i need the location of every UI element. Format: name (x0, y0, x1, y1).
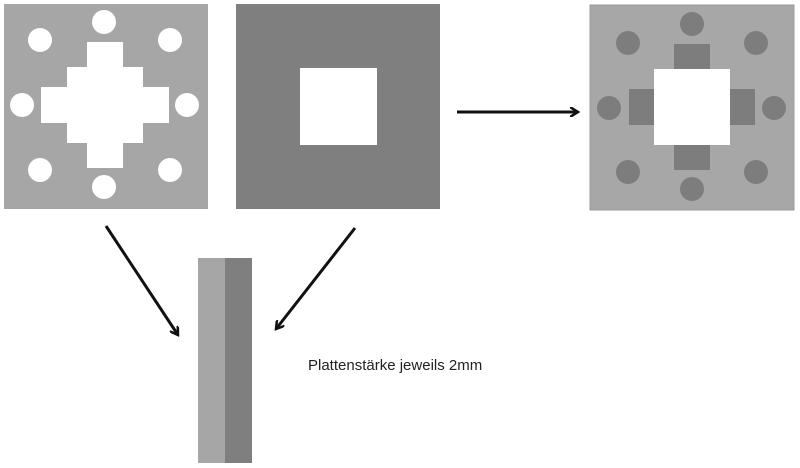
arrow-light-plate-to-section (104, 225, 178, 335)
cross-section-light-layer (198, 258, 225, 463)
hole-bottom-right (158, 158, 182, 182)
hole-top-right (158, 28, 182, 52)
hole-top (92, 10, 116, 34)
plate-dark-square-cutout (300, 68, 377, 145)
plate-light-cutouts (10, 10, 199, 199)
left-rect-cutout (41, 87, 67, 123)
result-bottom-rect (674, 145, 710, 170)
plate-combined-result (589, 4, 795, 211)
result-hole-left (597, 96, 621, 120)
right-rect-cutout (143, 87, 169, 123)
result-center-square-cutout (654, 69, 730, 145)
center-square-cutout (67, 67, 143, 143)
result-hole-bottom (680, 177, 704, 201)
result-hole-top-right (744, 31, 768, 55)
thickness-caption: Plattenstärke jeweils 2mm (308, 357, 483, 374)
result-left-rect (629, 89, 654, 125)
bottom-rect-cutout (87, 143, 123, 168)
hole-top-left (28, 28, 52, 52)
result-hole-bottom-right (744, 160, 768, 184)
plate-result-fills (597, 12, 786, 201)
hole-bottom (92, 175, 116, 199)
hole-bottom-left (28, 158, 52, 182)
result-right-rect (730, 89, 755, 125)
result-top-rect (674, 44, 710, 69)
top-rect-cutout (87, 42, 123, 67)
plate-cross-section (198, 258, 252, 463)
hole-right (175, 93, 199, 117)
result-hole-top-left (616, 31, 640, 55)
hole-left (10, 93, 34, 117)
plate-dark-with-square (236, 4, 440, 209)
result-hole-bottom-left (616, 160, 640, 184)
result-hole-right (762, 96, 786, 120)
cross-section-dark-layer (225, 258, 252, 463)
arrow-dark-plate-to-section (276, 227, 357, 329)
result-hole-top (680, 12, 704, 36)
plate-light-with-holes (4, 4, 208, 209)
